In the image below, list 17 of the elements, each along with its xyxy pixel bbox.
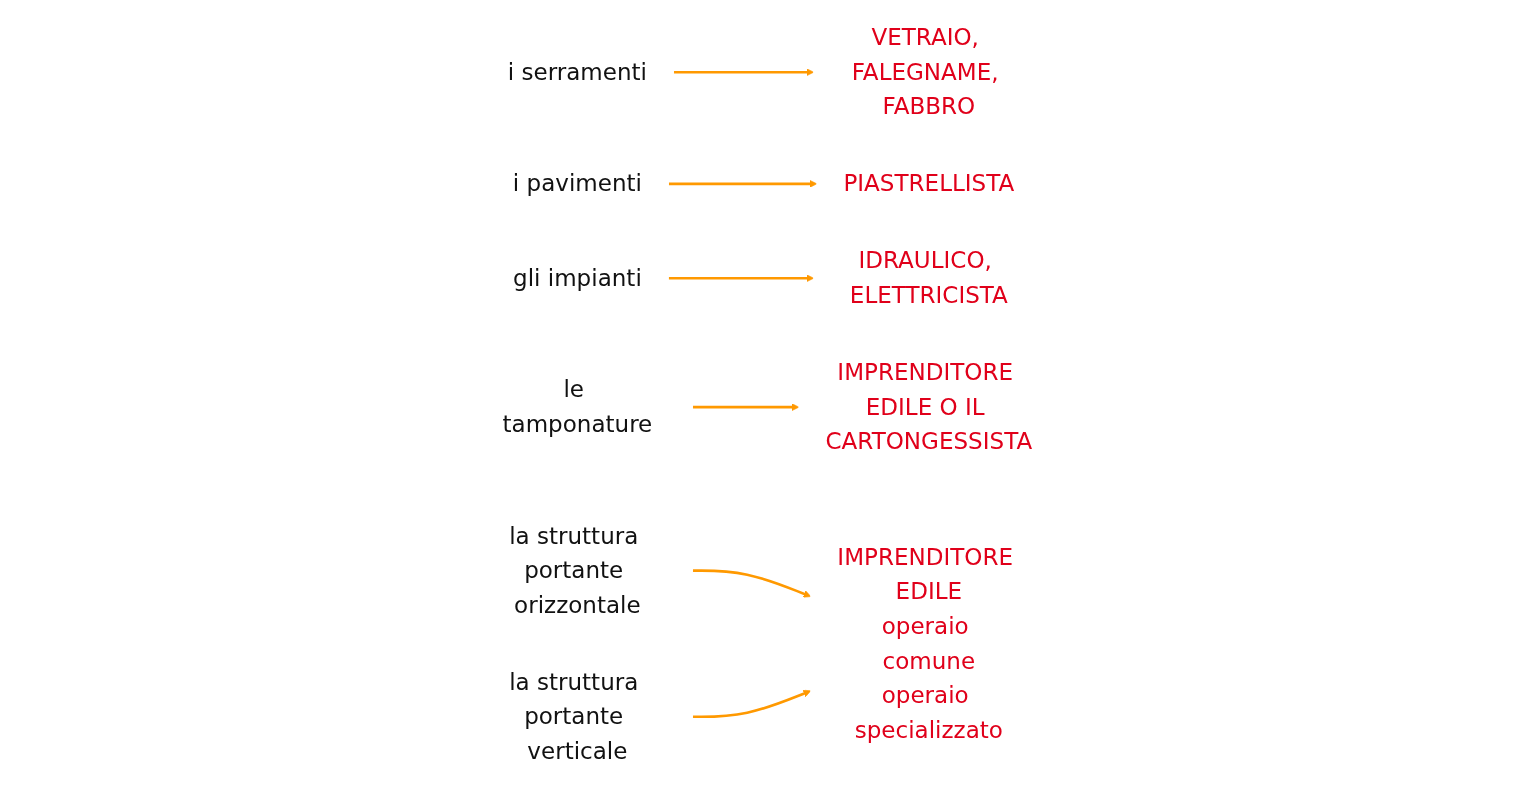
node-text: IMPRENDITORE EDILE O IL CARTONGESSISTA bbox=[825, 358, 1033, 455]
node-text: IMPRENDITORE EDILE operaio comune operaio specializzato bbox=[837, 543, 1014, 743]
node-text: la struttura portante orizzontale bbox=[509, 522, 641, 618]
arrow bbox=[692, 403, 800, 411]
arrow bbox=[673, 68, 814, 77]
node-text: gli impianti bbox=[513, 264, 642, 292]
arrow bbox=[668, 274, 814, 283]
node-text: PIASTRELLISTA bbox=[843, 170, 1015, 197]
arrow bbox=[668, 179, 818, 188]
arrow bbox=[692, 569, 812, 598]
node-text: le tamponature bbox=[502, 376, 653, 438]
node-text: la struttura portante verticale bbox=[509, 668, 639, 765]
node-text: i pavimenti bbox=[512, 170, 642, 197]
arrow bbox=[692, 689, 812, 719]
node-text: i serramenti bbox=[507, 58, 647, 86]
node-text: IDRAULICO, ELETTRICISTA bbox=[849, 247, 1008, 309]
node-text: VETRAIO, FALEGNAME, FABBRO bbox=[851, 23, 999, 120]
